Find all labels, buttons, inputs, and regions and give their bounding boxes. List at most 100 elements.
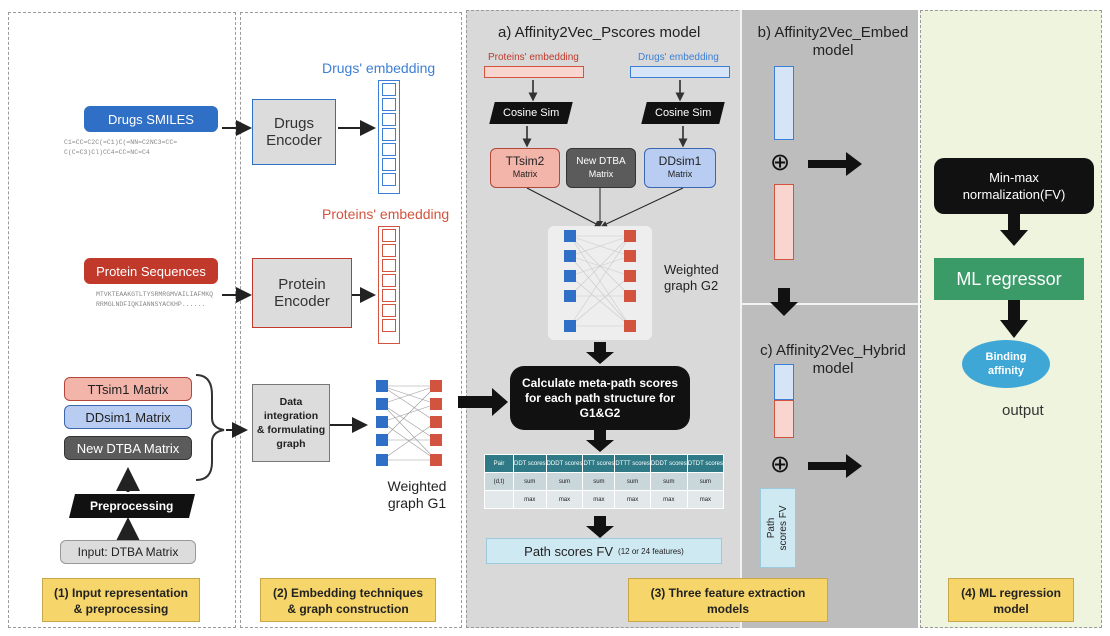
protein-encoder-line2: Encoder [274, 293, 330, 310]
protein-sequences-label: Protein Sequences [96, 263, 206, 279]
smiles-line2: C(C=C3)Cl)CC4=CC=NC=C4 [64, 149, 150, 156]
hybrid-path-text: Path scores FV [766, 505, 790, 550]
g1-line2: graph G1 [387, 495, 447, 511]
g2-protein-node [624, 250, 636, 262]
table-cell: sum [649, 472, 688, 491]
integration-line2: & formulating [256, 424, 326, 436]
drugs-embedding-small: Drugs' embedding [638, 52, 719, 63]
g2-drug-node [564, 270, 576, 282]
g1-line1: Weighted [387, 478, 447, 494]
ttsim1-label: TTsim1 Matrix [87, 381, 169, 397]
g1-protein-node [430, 454, 442, 466]
new-dtba-matrix-2: New DTBA Matrix [566, 148, 636, 188]
table-cell: (d,t) [484, 472, 514, 491]
ddsim1b-line2: Matrix [667, 169, 693, 179]
graph-g1 [381, 385, 437, 461]
label1-line1: (1) Input representation [53, 586, 188, 600]
data-integration-box: Data integration & formulating graph [252, 384, 330, 462]
calc-line1: Calculate meta-path scores [521, 375, 679, 390]
integration-line1: Data integration [263, 396, 319, 422]
table-cell [484, 490, 514, 509]
binding-affinity-ellipse: Binding affinity [962, 340, 1050, 388]
g2-protein-node [624, 270, 636, 282]
drugs-encoder-line1: Drugs [273, 115, 314, 132]
drugs-smiles-box: Drugs SMILES [84, 106, 218, 132]
ddsim1-matrix: DDsim1 Matrix [64, 405, 192, 429]
table-header-cell: DTDT scores [686, 454, 725, 473]
g2-line1: Weighted [664, 262, 719, 277]
table-row: max max max max max max [484, 490, 725, 509]
hybrid-protein-vector [774, 400, 794, 438]
g2-drug-node [564, 290, 576, 302]
table-cell: max [545, 490, 584, 509]
label-feature-extraction: (3) Three feature extraction models [628, 578, 828, 622]
protein-embed-cell [382, 319, 396, 332]
arrow-g2-calculate [586, 342, 614, 364]
label2-line1: (2) Embedding techniques [272, 586, 423, 600]
pscores-title: a) Affinity2Vec_Pscores model [498, 24, 701, 41]
proteins-embedding-vector [378, 226, 400, 344]
calc-line2: for each path structure for [524, 390, 676, 405]
protein-sequences-box: Protein Sequences [84, 258, 218, 284]
drug-embed-cell [382, 173, 396, 186]
table-cell: max [582, 490, 616, 509]
g2-drug-node [564, 320, 576, 332]
table-cell: sum [686, 472, 725, 491]
new-dtba-matrix: New DTBA Matrix [64, 436, 192, 460]
table-header-cell: DDDT scores [545, 454, 584, 473]
ttsim2-line2: Matrix [512, 169, 538, 179]
g2-line2: graph G2 [664, 278, 719, 293]
protein-embed-cell [382, 289, 396, 302]
panel-divider [740, 303, 918, 305]
drugs-embedding-label: Drugs' embedding [322, 60, 436, 76]
table-header-cell: DDT scores [513, 454, 547, 473]
table-cell: max [513, 490, 547, 509]
label4-line2: model [993, 602, 1029, 616]
protein-line1: MTVKTEAAKGTLTYSRMRGMVAILIAFMKQ [96, 291, 214, 298]
minmax-line2: normalization(FV) [962, 187, 1066, 202]
g2-drug-node [564, 230, 576, 242]
protein-embed-cell [382, 244, 396, 257]
hybrid-path-line1: Path [766, 517, 777, 539]
integration-line3: graph [276, 438, 306, 450]
calc-line3: G1&G2 [579, 405, 621, 420]
drugs-embedding-vector [378, 80, 400, 194]
hybrid-path-line2: scores FV [778, 505, 789, 551]
g1-protein-node [430, 416, 442, 428]
table-cell: sum [513, 472, 547, 491]
g1-drug-node [376, 434, 388, 446]
table-cell: sum [545, 472, 584, 491]
new-dtba-label: New DTBA Matrix [76, 440, 180, 456]
table-header-cell: DDDT scores [649, 454, 688, 473]
table-cell: max [614, 490, 651, 509]
minmax-line1: Min-max [989, 170, 1039, 185]
cosine-sim-right: Cosine Sim [641, 102, 725, 124]
ml-regressor-label: ML regressor [956, 268, 1062, 289]
preprocessing-label: Preprocessing [90, 499, 174, 513]
g1-protein-node [430, 434, 442, 446]
embed-drug-vector [774, 66, 794, 140]
binding-line2: affinity [987, 365, 1025, 377]
protein-embed-cell [382, 229, 396, 242]
weighted-g2-label: Weighted graph G2 [664, 262, 744, 294]
protein-encoder-box: Protein Encoder [252, 258, 352, 328]
hybrid-title-line2: model [812, 360, 854, 377]
embed-title-line2: model [812, 42, 854, 59]
label1-line2: & preprocessing [73, 602, 169, 616]
binding-line1: Binding [985, 351, 1027, 363]
cosine-sim-left: Cosine Sim [489, 102, 573, 124]
label-ml-regression: (4) ML regression model [948, 578, 1074, 622]
cosine-sim-left-label: Cosine Sim [502, 107, 560, 119]
output-label: output [1002, 402, 1044, 419]
g1-protein-node [430, 398, 442, 410]
input-dtba-matrix: Input: DTBA Matrix [60, 540, 196, 564]
embed-model-title: b) Affinity2Vec_Embed model [748, 24, 918, 60]
drug-embed-cell [382, 143, 396, 156]
embed-concat-symbol: ⊕ [770, 149, 791, 176]
panel-embedding-techniques [240, 12, 462, 628]
table-header-cell: Pair [484, 454, 514, 473]
input-dtba-label: Input: DTBA Matrix [77, 545, 179, 559]
dtba2-line1: New DTBA [576, 156, 626, 167]
embed-title-line1: b) Affinity2Vec_Embed [757, 24, 909, 41]
protein-line2: RRMGLNDFIQKIANNSYACKHP...... [96, 301, 206, 308]
